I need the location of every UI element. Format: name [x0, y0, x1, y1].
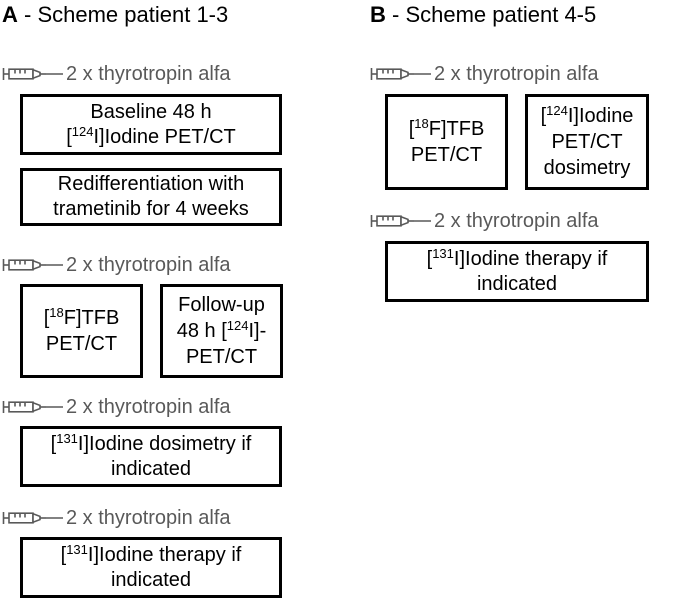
- i131-therapy-box: [131I]Iodine therapy if indicated: [385, 241, 649, 302]
- therapy-line2: indicated: [110, 568, 192, 591]
- syringe-icon: [370, 66, 432, 82]
- i124-line3: dosimetry: [543, 157, 631, 179]
- i131-dosimetry-box: [131I]Iodine dosimetry if indicated: [20, 426, 282, 487]
- injection-label: 2 x thyrotropin alfa: [434, 210, 599, 232]
- f18-post: F]TFB: [63, 307, 120, 329]
- injection-row-a-2: 2 x thyrotropin alfa: [2, 253, 231, 277]
- f18-tfb-pet-ct-text: [18F]TFB PET/CT: [41, 305, 123, 357]
- followup-line2-sup: 124: [226, 318, 249, 333]
- injection-label: 2 x thyrotropin alfa: [66, 63, 231, 85]
- syringe-icon: [2, 510, 64, 526]
- i124-line1-pre: [: [540, 105, 547, 127]
- f18-sup: 18: [49, 305, 64, 320]
- i124-iodine-pet-ct-dosimetry-text: [124I]Iodine PET/CT dosimetry: [538, 103, 637, 181]
- f18-tfb-pet-ct-box: [18F]TFB PET/CT: [385, 94, 508, 190]
- therapy-line2: indicated: [476, 272, 558, 295]
- dosimetry-line1-sup: 131: [56, 430, 78, 446]
- redifferentiation-text: Redifferentiation with trametinib for 4 …: [50, 172, 252, 222]
- injection-row-b-1: 2 x thyrotropin alfa: [370, 62, 599, 86]
- panel-b-title: B - Scheme patient 4-5: [370, 2, 596, 28]
- redifferentiation-line2: trametinib for 4 weeks: [53, 198, 249, 220]
- i131-therapy-box: [131I]Iodine therapy if indicated: [20, 537, 282, 598]
- panel-b-separator: -: [385, 2, 406, 27]
- i124-line1-post: I]Iodine: [567, 105, 634, 127]
- panel-a-separator: -: [17, 2, 38, 27]
- injection-label: 2 x thyrotropin alfa: [66, 507, 231, 529]
- i124-line2: PET/CT: [551, 131, 623, 153]
- syringe-icon: [2, 257, 64, 273]
- syringe-icon: [2, 66, 64, 82]
- panel-a-title-text: Scheme patient 1-3: [37, 2, 229, 27]
- injection-row-a-1: 2 x thyrotropin alfa: [2, 62, 231, 86]
- followup-i124-text: Follow-up 48 h [124I]- PET/CT: [174, 292, 270, 370]
- f18-tfb-pet-ct-text: [18F]TFB PET/CT: [406, 116, 488, 168]
- injection-label: 2 x thyrotropin alfa: [66, 254, 231, 276]
- i124-line1-sup: 124: [546, 103, 568, 118]
- therapy-line1-post: I]Iodine therapy if: [453, 247, 608, 270]
- f18-tfb-pet-ct-box: [18F]TFB PET/CT: [20, 284, 143, 378]
- injection-row-a-4: 2 x thyrotropin alfa: [2, 506, 231, 530]
- redifferentiation-box: Redifferentiation with trametinib for 4 …: [20, 168, 282, 226]
- f18-line2: PET/CT: [45, 333, 118, 355]
- dosimetry-line1-post: I]Iodine dosimetry if: [77, 432, 252, 455]
- baseline-line1: Baseline 48 h: [90, 100, 212, 123]
- panel-a-letter: A: [2, 2, 18, 27]
- baseline-line2-sup: 124: [71, 123, 94, 139]
- dosimetry-line1-pre: [: [50, 432, 57, 455]
- dosimetry-line2: indicated: [110, 457, 192, 480]
- panel-b-letter: B: [370, 2, 386, 27]
- injection-label: 2 x thyrotropin alfa: [434, 63, 599, 85]
- therapy-line1-pre: [: [60, 543, 67, 566]
- baseline-line2-post: I]Iodine PET/CT: [93, 125, 236, 148]
- i124-iodine-pet-ct-dosimetry-box: [124I]Iodine PET/CT dosimetry: [525, 94, 649, 190]
- syringe-icon: [370, 213, 432, 229]
- f18-line2: PET/CT: [410, 144, 483, 166]
- panel-a-title: A - Scheme patient 1-3: [2, 2, 228, 28]
- redifferentiation-line1: Redifferentiation with: [57, 173, 245, 195]
- baseline-pet-ct-text: Baseline 48 h [124I]Iodine PET/CT: [63, 100, 239, 150]
- i131-therapy-text: [131I]Iodine therapy if indicated: [424, 247, 611, 297]
- i131-dosimetry-text: [131I]Iodine dosimetry if indicated: [48, 432, 255, 482]
- therapy-line1-sup: 131: [432, 245, 454, 261]
- followup-line3: PET/CT: [185, 346, 258, 368]
- baseline-line2-pre: [: [66, 125, 72, 148]
- baseline-pet-ct-box: Baseline 48 h [124I]Iodine PET/CT: [20, 94, 282, 155]
- injection-row-b-2: 2 x thyrotropin alfa: [370, 209, 599, 233]
- panel-b-title-text: Scheme patient 4-5: [405, 2, 597, 27]
- f18-pre: [: [43, 307, 50, 329]
- therapy-line1-sup: 131: [66, 541, 88, 557]
- i131-therapy-text: [131I]Iodine therapy if indicated: [58, 543, 245, 593]
- f18-pre: [: [408, 118, 415, 140]
- injection-row-a-3: 2 x thyrotropin alfa: [2, 395, 231, 419]
- followup-i124-pet-ct-box: Follow-up 48 h [124I]- PET/CT: [160, 284, 283, 378]
- f18-post: F]TFB: [428, 118, 485, 140]
- injection-label: 2 x thyrotropin alfa: [66, 396, 231, 418]
- followup-line2-post: I]-: [248, 320, 267, 342]
- therapy-line1-post: I]Iodine therapy if: [87, 543, 242, 566]
- f18-sup: 18: [414, 116, 429, 131]
- syringe-icon: [2, 399, 64, 415]
- therapy-line1-pre: [: [426, 247, 433, 270]
- followup-line1: Follow-up: [178, 294, 265, 316]
- followup-line2-pre: 48 h [: [176, 320, 227, 342]
